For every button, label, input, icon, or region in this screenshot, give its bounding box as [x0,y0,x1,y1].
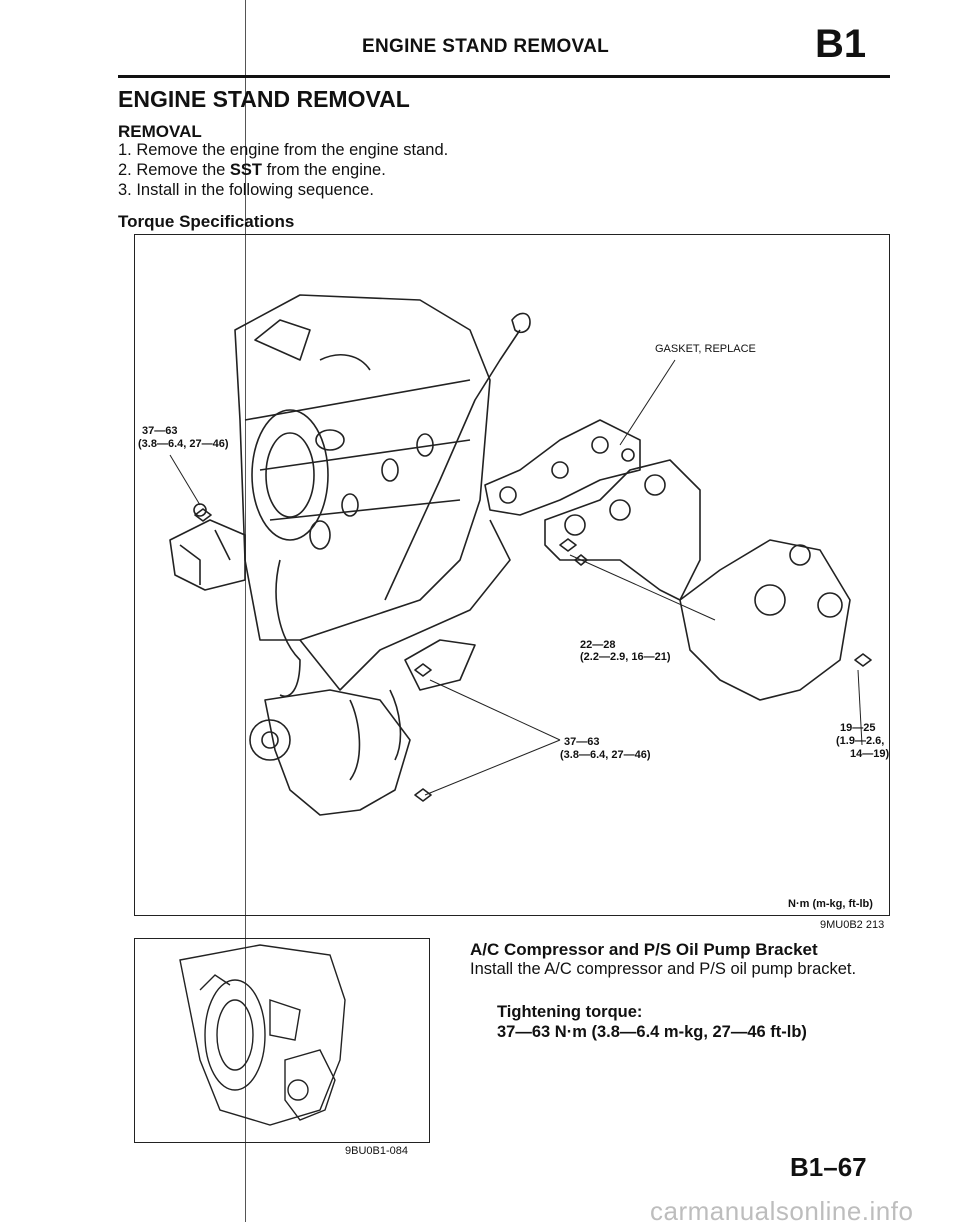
tightening-torque-label: Tightening torque: [497,1003,643,1021]
bracket-title: A/C Compressor and P/S Oil Pump Bracket [470,940,818,959]
tightening-torque-value: 37—63 N·m (3.8—6.4 m-kg, 27—46 ft-lb) [497,1023,807,1041]
pulley [249,719,291,761]
header-title: ENGINE STAND REMOVAL [362,36,610,57]
label-bracket-bolt-torque-1: 37—63 [564,736,600,748]
label-gasket-replace: GASKET, REPLACE [655,343,756,355]
bracket-location-figure [134,938,430,1143]
removal-step-3: 3. Install in the following sequence. [118,181,374,199]
heat-shield [679,539,851,701]
exhaust-gasket [484,419,641,516]
scan-fold-line [245,0,246,1222]
page-number: B1–67 [790,1152,867,1182]
label-bracket-bolt-torque-2: (3.8—6.4, 27—46) [560,749,651,761]
label-manifold-torque-1: 22—28 [580,639,616,651]
removal-step-1: 1. Remove the engine from the engine sta… [118,141,449,159]
ac-ps-bracket [264,689,411,816]
label-mount-torque-2: (3.8—6.4, 27—46) [138,438,229,450]
section-title: ENGINE STAND REMOVAL [118,86,410,112]
removal-step-2: 2. Remove the SST from the engine. [118,161,386,179]
header-divider [118,75,890,78]
water-pipe [275,559,301,697]
figure-main-code: 9MU0B2 213 [820,919,885,931]
label-heat-shield-torque-2: (1.9—2.6, [836,735,885,747]
header-section-code: B1 [815,22,867,66]
label-heat-shield-torque-3: 14—19) [850,748,890,760]
label-torque-units: N·m (m-kg, ft-lb) [788,898,873,910]
torque-spec-figure [134,234,890,916]
engine-mount-bracket [169,519,246,591]
label-manifold-torque-2: (2.2—2.9, 16—21) [580,651,671,663]
watermark: carmanualsonline.info [650,1196,914,1226]
removal-heading: REMOVAL [118,122,202,141]
timing-cover [251,409,329,541]
engine-block-outline [234,294,491,641]
figure-small-code: 9BU0B1-084 [345,1145,408,1157]
label-mount-torque-1: 37—63 [142,425,178,437]
bracket-instruction: Install the A/C compressor and P/S oil p… [470,960,857,978]
dipstick-tube [384,329,521,601]
torque-specs-heading: Torque Specifications [118,212,295,231]
label-heat-shield-torque-1: 19—25 [840,722,876,734]
bracket-bolt-cluster [404,639,476,691]
